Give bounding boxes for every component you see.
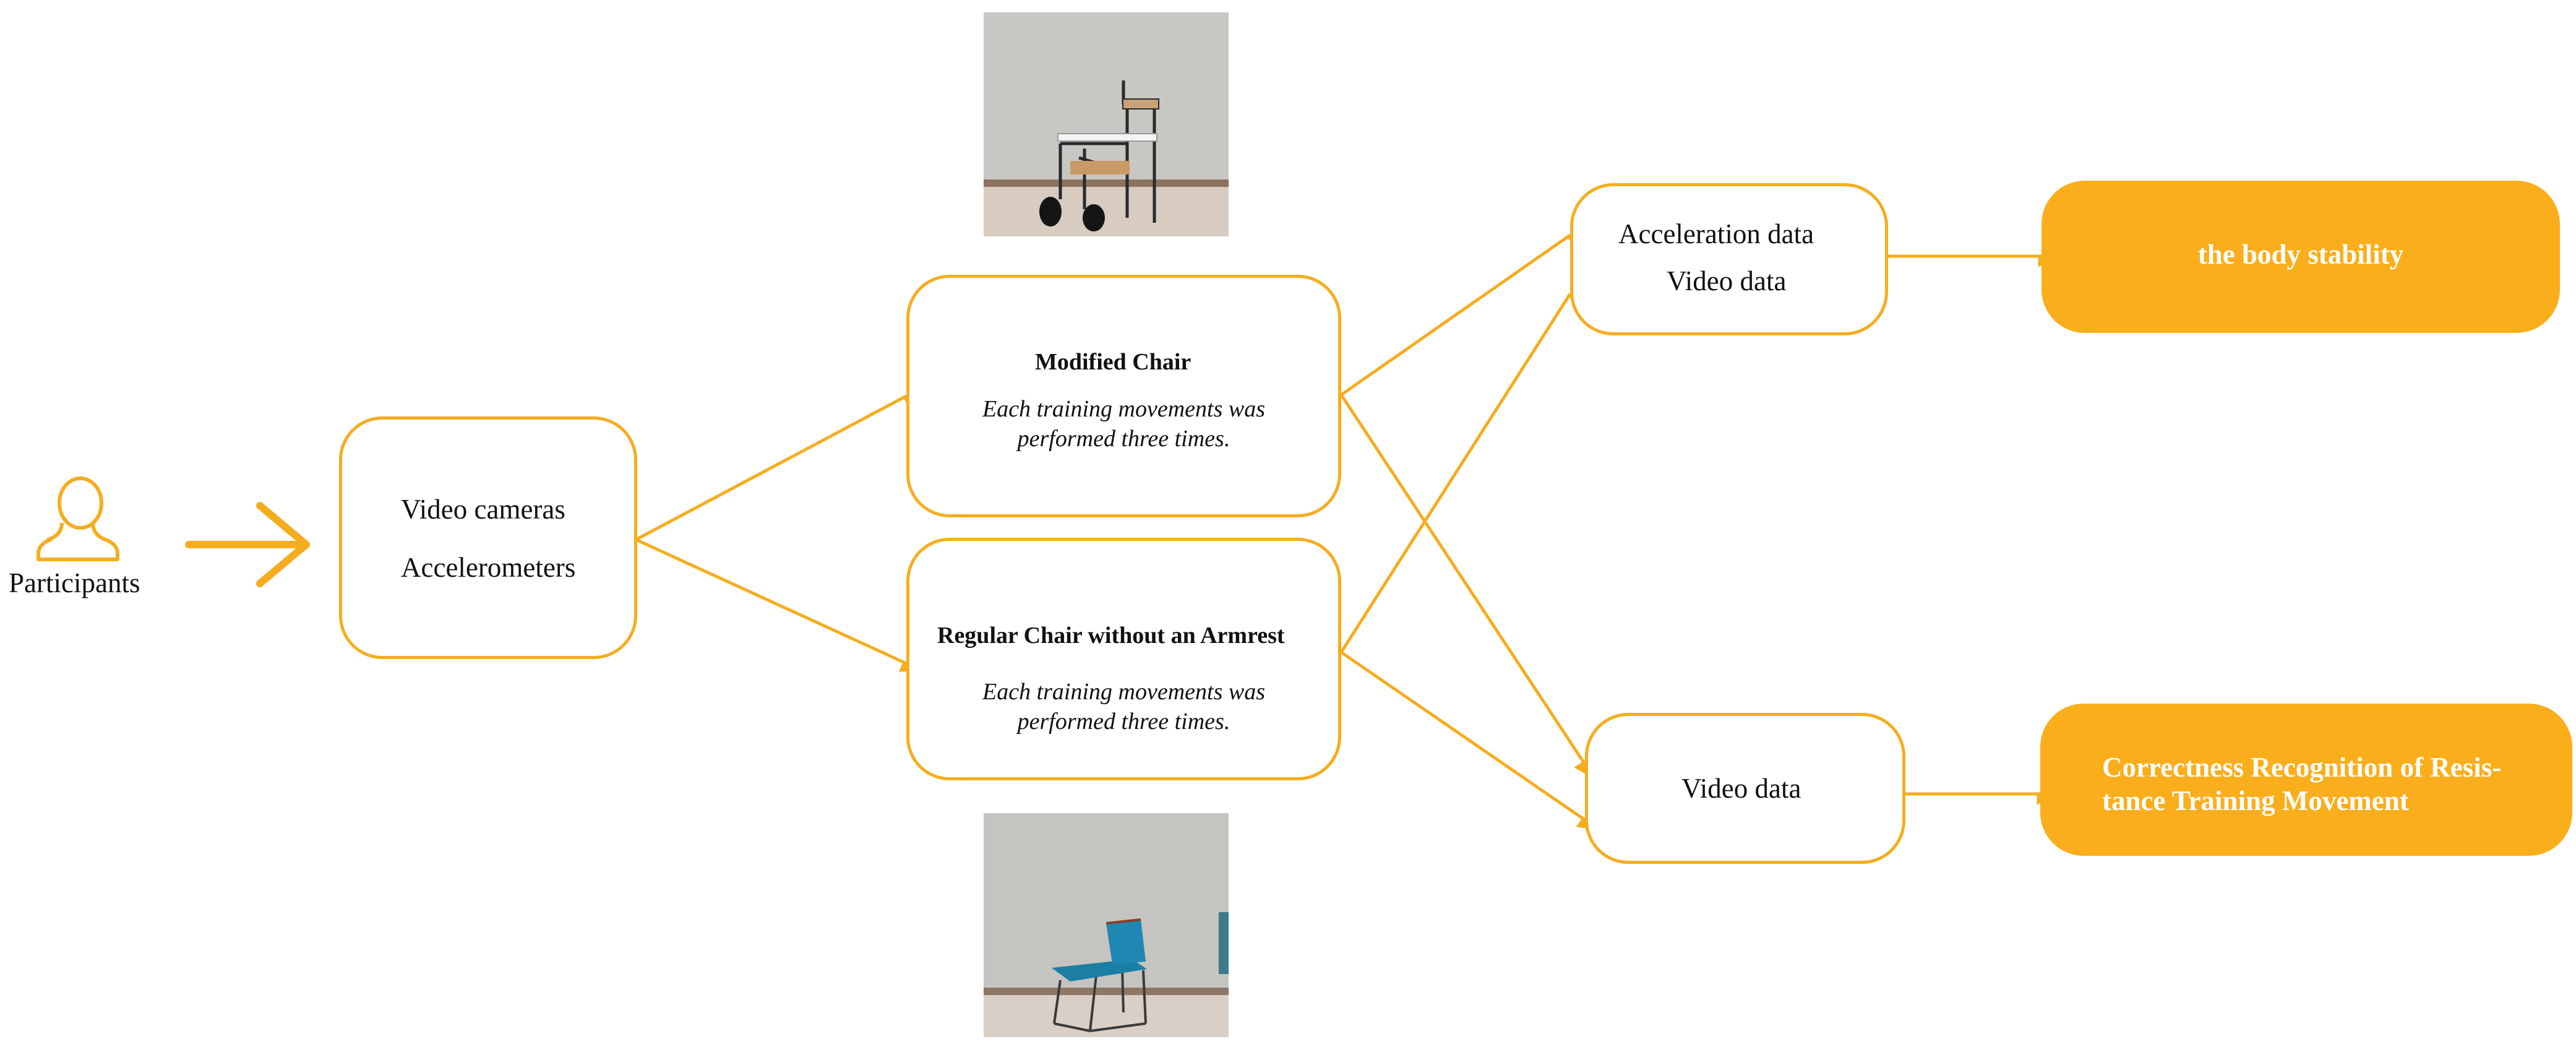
outcome-bottom-line1: Correctness Recognition of Resis-	[2102, 752, 2502, 783]
regular-chair-photo	[984, 813, 1229, 1037]
outcome-top-label: the body stability	[2197, 239, 2404, 270]
correctness-recognition-outcome	[2040, 704, 2572, 856]
person-outline-icon	[36, 476, 119, 561]
data-top-line2: Video data	[1667, 265, 1787, 296]
big-arrow-icon	[185, 502, 310, 587]
arrow-modified-to-data-top	[1340, 233, 1581, 397]
devices-line2: Accelerometers	[401, 552, 576, 583]
regular-chair-desc: Each training movements was performed th…	[906, 677, 1341, 736]
modified-chair-title: Modified Chair	[1035, 349, 1191, 375]
modified-chair-desc: Each training movements was performed th…	[906, 394, 1341, 454]
modified-chair-desc-line2: performed three times.	[1017, 426, 1230, 452]
data-bottom-line1: Video data	[1681, 773, 1801, 804]
body-stability-outcome	[2041, 181, 2560, 333]
data-top-line1: Acceleration data	[1618, 218, 1814, 249]
outcome-bottom-line2: tance Training Movement	[2102, 785, 2409, 816]
regular-chair-title: Regular Chair without an Armrest	[937, 623, 1285, 649]
modified-chair-photo	[984, 12, 1229, 236]
devices-line1: Video cameras	[401, 494, 565, 525]
regular-chair-desc-line1: Each training movements was	[982, 679, 1265, 705]
devices-box	[339, 416, 637, 659]
acceleration-video-data-box	[1570, 183, 1888, 335]
arrow-modified-to-data-bottom	[1339, 394, 1587, 775]
regular-chair-desc-line2: performed three times.	[1017, 709, 1230, 735]
video-data-box	[1585, 713, 1905, 864]
arrow-regular-to-data-bottom	[1340, 650, 1591, 829]
modified-chair-box	[906, 275, 1341, 517]
modified-chair-desc-line1: Each training movements was	[982, 396, 1265, 422]
arrow-regular-to-data-top	[1339, 288, 1579, 653]
arrow-devices-to-modified	[635, 394, 917, 541]
participants-label: Participants	[9, 567, 140, 598]
arrow-devices-to-regular	[635, 538, 913, 672]
regular-chair-box	[906, 538, 1341, 780]
